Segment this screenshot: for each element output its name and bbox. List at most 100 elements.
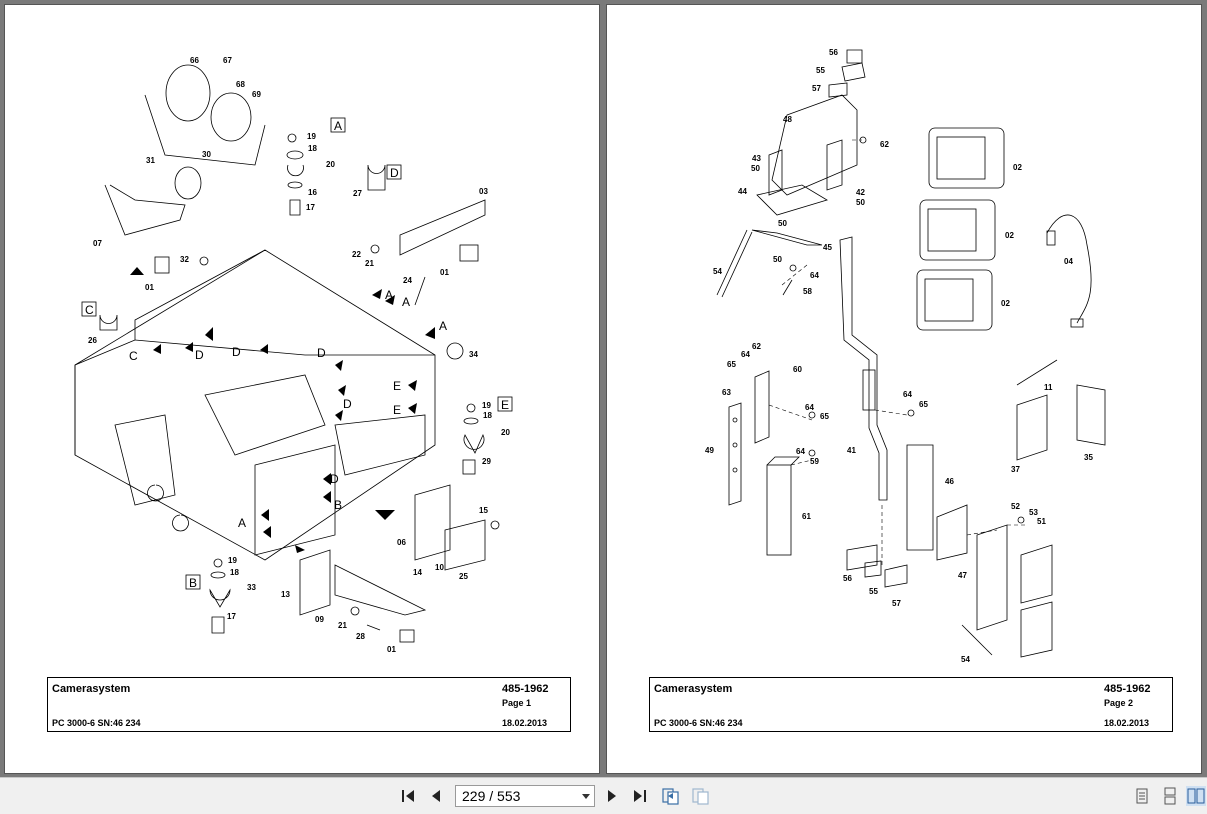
svg-text:35: 35 xyxy=(1084,453,1093,462)
last-page-icon[interactable] xyxy=(630,786,650,806)
svg-text:06: 06 xyxy=(397,538,406,547)
svg-text:22: 22 xyxy=(352,250,361,259)
svg-text:01: 01 xyxy=(387,645,396,654)
svg-text:56: 56 xyxy=(829,48,838,57)
svg-text:A: A xyxy=(439,319,447,333)
svg-text:67: 67 xyxy=(223,56,232,65)
svg-text:47: 47 xyxy=(958,571,967,580)
svg-text:65: 65 xyxy=(919,400,928,409)
drawing-title: Camerasystem xyxy=(52,683,131,695)
drawing-number: 485-1962 xyxy=(502,683,549,695)
first-page-icon[interactable] xyxy=(398,786,418,806)
svg-text:65: 65 xyxy=(820,412,829,421)
svg-text:25: 25 xyxy=(459,572,468,581)
svg-text:31: 31 xyxy=(146,156,155,165)
svg-text:50: 50 xyxy=(751,164,760,173)
svg-text:51: 51 xyxy=(1037,517,1046,526)
svg-text:B: B xyxy=(189,576,197,590)
svg-text:45: 45 xyxy=(823,243,832,252)
svg-text:64: 64 xyxy=(903,390,912,399)
svg-text:26: 26 xyxy=(88,336,97,345)
previous-page-icon[interactable] xyxy=(426,786,446,806)
svg-text:53: 53 xyxy=(1029,508,1038,517)
svg-text:64: 64 xyxy=(796,447,805,456)
svg-text:64: 64 xyxy=(741,350,750,359)
svg-text:18: 18 xyxy=(483,411,492,420)
chevron-down-icon[interactable] xyxy=(582,794,590,799)
continuous-view-icon[interactable] xyxy=(1160,786,1180,806)
title-block-page-1: Camerasystem PC 3000-6 SN:46 234 485-196… xyxy=(47,677,571,732)
svg-text:A: A xyxy=(402,295,410,309)
svg-text:20: 20 xyxy=(501,428,510,437)
drawing-title: Camerasystem xyxy=(654,683,733,695)
svg-text:68: 68 xyxy=(236,80,245,89)
svg-text:54: 54 xyxy=(961,655,970,664)
svg-text:60: 60 xyxy=(793,365,802,374)
page-number-value: 229 / 553 xyxy=(462,788,521,804)
facing-pages-view-icon[interactable] xyxy=(1186,786,1206,806)
svg-text:37: 37 xyxy=(1011,465,1020,474)
svg-text:43: 43 xyxy=(752,154,761,163)
svg-text:17: 17 xyxy=(306,203,315,212)
svg-text:13: 13 xyxy=(281,590,290,599)
svg-text:09: 09 xyxy=(315,615,324,624)
page-number-select[interactable]: 229 / 553 xyxy=(455,785,595,807)
svg-text:14: 14 xyxy=(413,568,422,577)
svg-text:29: 29 xyxy=(482,457,491,466)
svg-text:58: 58 xyxy=(803,287,812,296)
svg-text:50: 50 xyxy=(773,255,782,264)
svg-text:16: 16 xyxy=(308,188,317,197)
svg-text:46: 46 xyxy=(945,477,954,486)
svg-text:61: 61 xyxy=(802,512,811,521)
svg-text:30: 30 xyxy=(202,150,211,159)
svg-text:D: D xyxy=(330,472,339,486)
svg-text:56: 56 xyxy=(843,574,852,583)
svg-text:20: 20 xyxy=(326,160,335,169)
svg-text:33: 33 xyxy=(247,583,256,592)
machine-model: PC 3000-6 SN:46 234 xyxy=(52,718,141,728)
svg-text:10: 10 xyxy=(435,563,444,572)
svg-text:66: 66 xyxy=(190,56,199,65)
navigation-toolbar xyxy=(0,777,1207,814)
drawing-date: 18.02.2013 xyxy=(1104,718,1150,728)
svg-text:03: 03 xyxy=(479,187,488,196)
machine-model: PC 3000-6 SN:46 234 xyxy=(654,718,743,728)
svg-text:01: 01 xyxy=(440,268,449,277)
svg-text:54: 54 xyxy=(713,267,722,276)
svg-text:19: 19 xyxy=(482,401,491,410)
svg-text:02: 02 xyxy=(1013,163,1022,172)
svg-text:44: 44 xyxy=(738,187,747,196)
svg-text:C: C xyxy=(129,349,138,363)
go-back-view-icon[interactable] xyxy=(660,786,680,806)
svg-text:69: 69 xyxy=(252,90,261,99)
svg-text:D: D xyxy=(390,166,399,180)
svg-text:41: 41 xyxy=(847,446,856,455)
svg-text:19: 19 xyxy=(228,556,237,565)
svg-text:07: 07 xyxy=(93,239,102,248)
svg-text:B: B xyxy=(334,498,342,512)
svg-text:E: E xyxy=(501,398,509,412)
svg-text:52: 52 xyxy=(1011,502,1020,511)
svg-text:57: 57 xyxy=(812,84,821,93)
svg-text:01: 01 xyxy=(145,283,154,292)
go-forward-view-icon[interactable] xyxy=(690,786,710,806)
svg-text:D: D xyxy=(195,348,204,362)
svg-text:A: A xyxy=(334,119,342,133)
title-block-page-2: Camerasystem PC 3000-6 SN:46 234 485-196… xyxy=(649,677,1173,732)
svg-text:24: 24 xyxy=(403,276,412,285)
svg-text:11: 11 xyxy=(1044,383,1053,392)
single-page-view-icon[interactable] xyxy=(1132,786,1152,806)
next-page-icon[interactable] xyxy=(602,786,622,806)
svg-text:A: A xyxy=(238,516,246,530)
svg-text:18: 18 xyxy=(230,568,239,577)
svg-text:57: 57 xyxy=(892,599,901,608)
svg-text:15: 15 xyxy=(479,506,488,515)
svg-text:E: E xyxy=(393,403,401,417)
svg-text:59: 59 xyxy=(810,457,819,466)
svg-text:55: 55 xyxy=(869,587,878,596)
svg-text:19: 19 xyxy=(307,132,316,141)
svg-text:04: 04 xyxy=(1064,257,1073,266)
